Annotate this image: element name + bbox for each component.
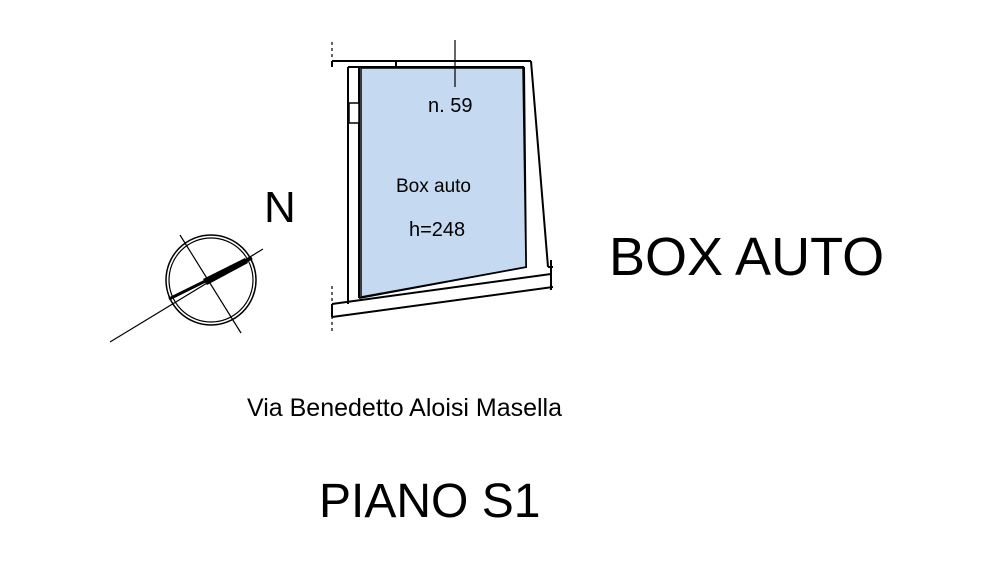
room-fill	[360, 67, 527, 298]
floor-label: PIANO S1	[319, 475, 541, 528]
street-label: Via Benedetto Aloisi Masella	[247, 394, 563, 422]
compass-icon	[109, 234, 264, 343]
north-label: N	[264, 183, 296, 232]
unit-number-label: n. 59	[428, 95, 473, 117]
door-jamb	[348, 102, 360, 124]
title-label: BOX AUTO	[609, 227, 885, 287]
room-height-label: h=248	[409, 219, 466, 241]
room-name-label: Box auto	[396, 176, 471, 197]
